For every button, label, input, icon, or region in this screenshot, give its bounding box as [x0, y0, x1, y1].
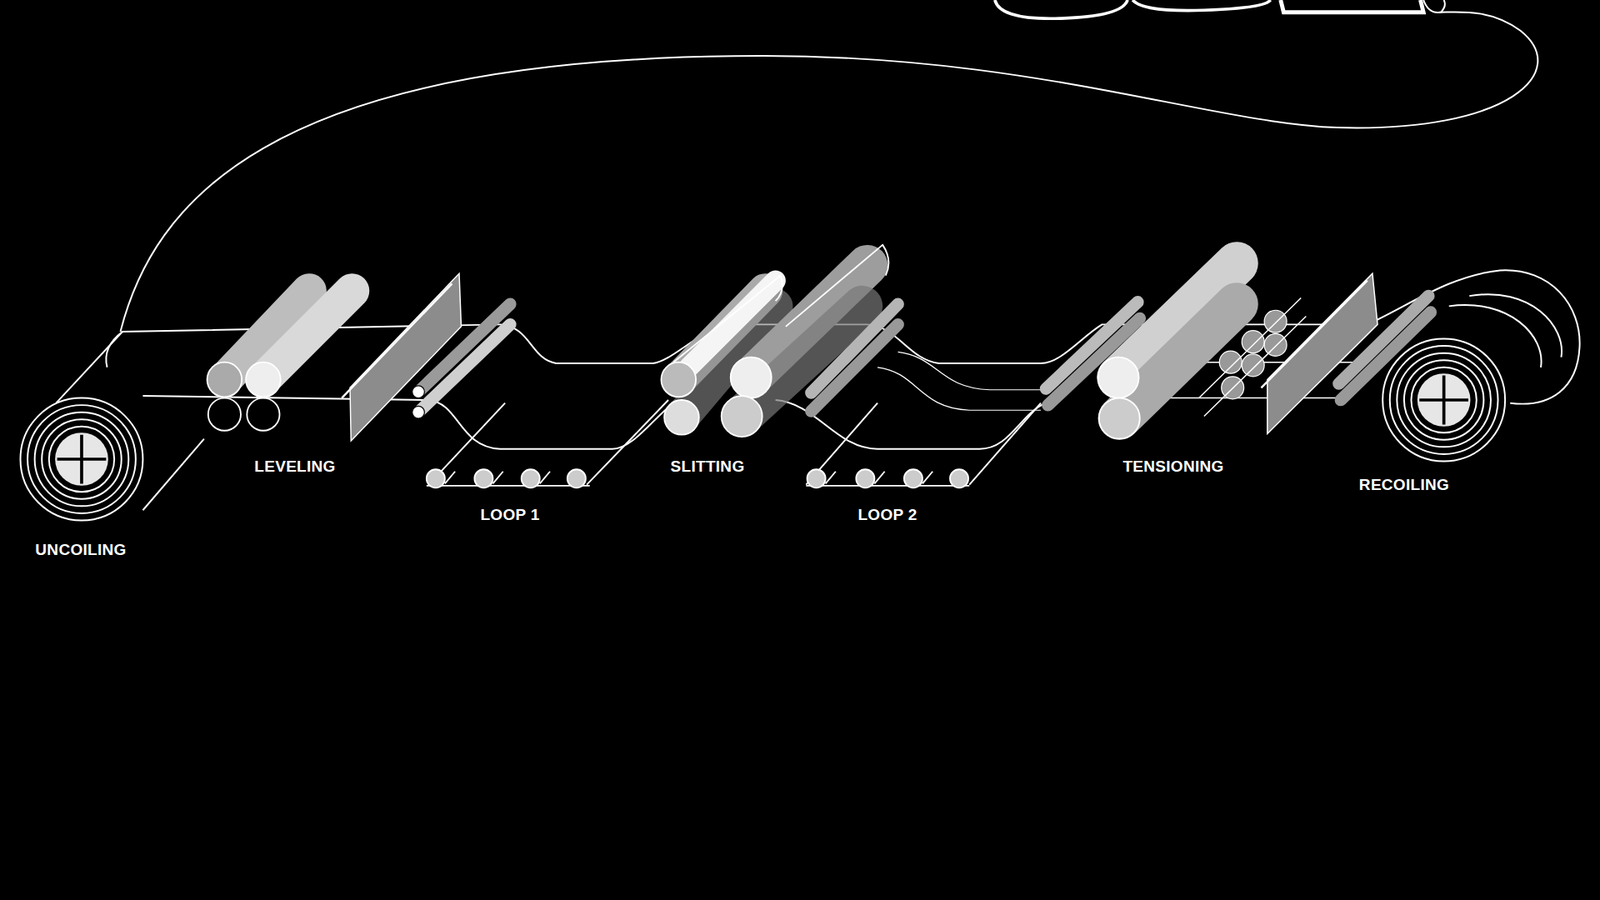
stage-label: TENSIONING — [1120, 456, 1226, 477]
stage-label: UNCOILING — [32, 540, 129, 560]
stage-label: LOOP 2 — [855, 505, 920, 525]
stage-label: LOOP 1 — [477, 505, 542, 525]
stage-label: RECOILING — [1356, 475, 1452, 495]
stage-label: LEVELING — [251, 456, 338, 477]
stage-label: SLITTING — [668, 456, 748, 477]
